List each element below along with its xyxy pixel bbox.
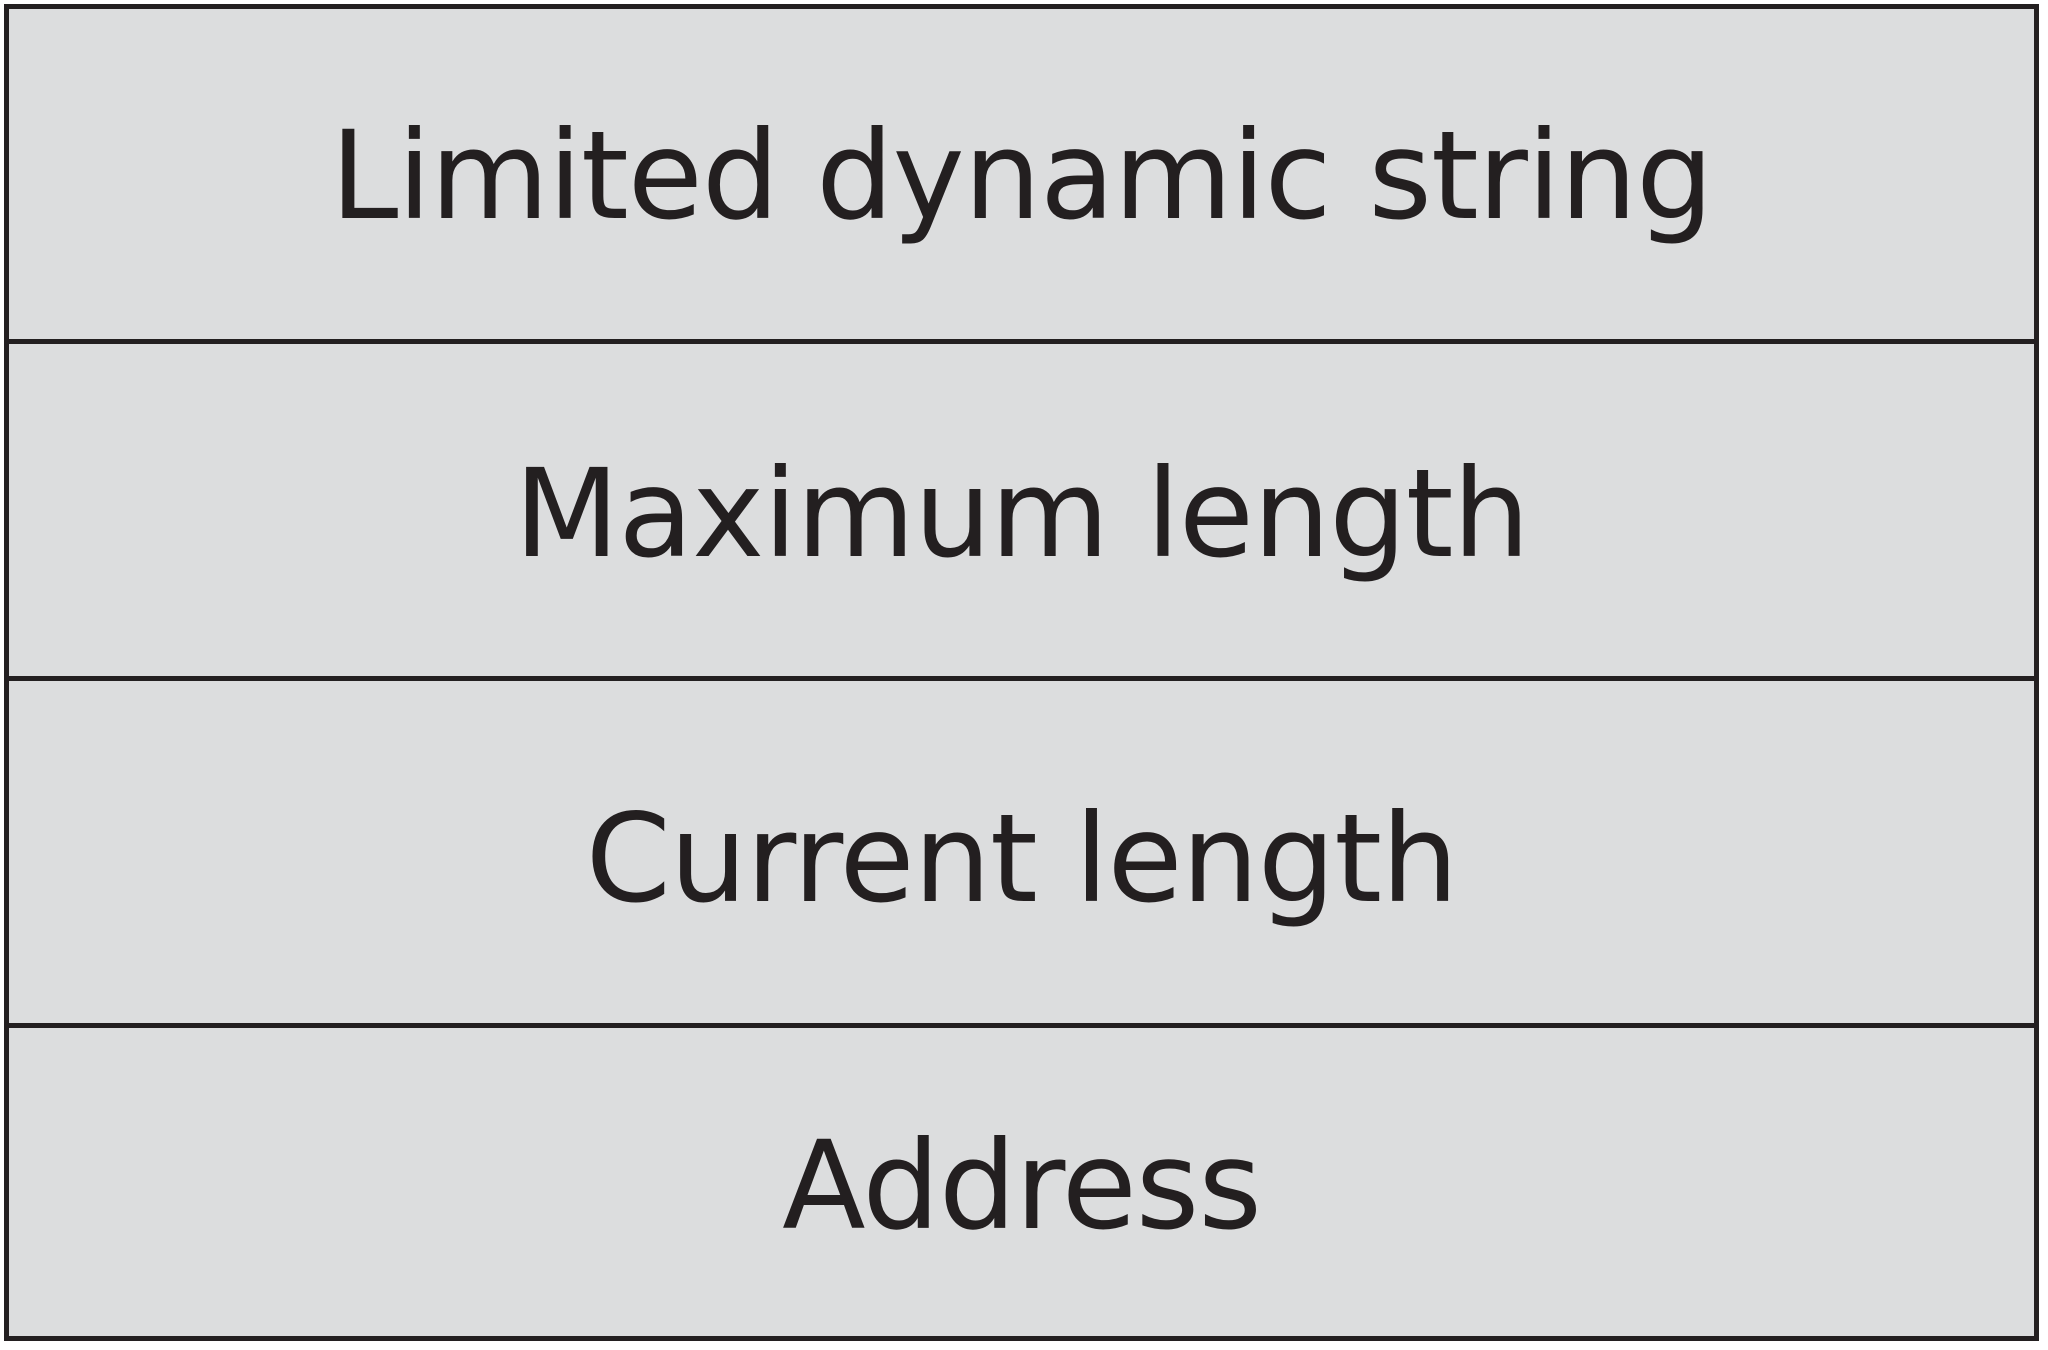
- field-label-type: Limited dynamic string: [330, 105, 1713, 247]
- descriptor-field-maximum-length: Maximum length: [9, 339, 2034, 676]
- descriptor-field-address: Address: [9, 1023, 2034, 1336]
- field-label-current-length: Current length: [585, 788, 1459, 930]
- field-label-maximum-length: Maximum length: [514, 443, 1530, 585]
- descriptor-field-current-length: Current length: [9, 676, 2034, 1023]
- descriptor-field-type: Limited dynamic string: [9, 9, 2034, 339]
- field-label-address: Address: [782, 1115, 1262, 1257]
- string-descriptor-diagram: Limited dynamic string Maximum length Cu…: [4, 4, 2039, 1341]
